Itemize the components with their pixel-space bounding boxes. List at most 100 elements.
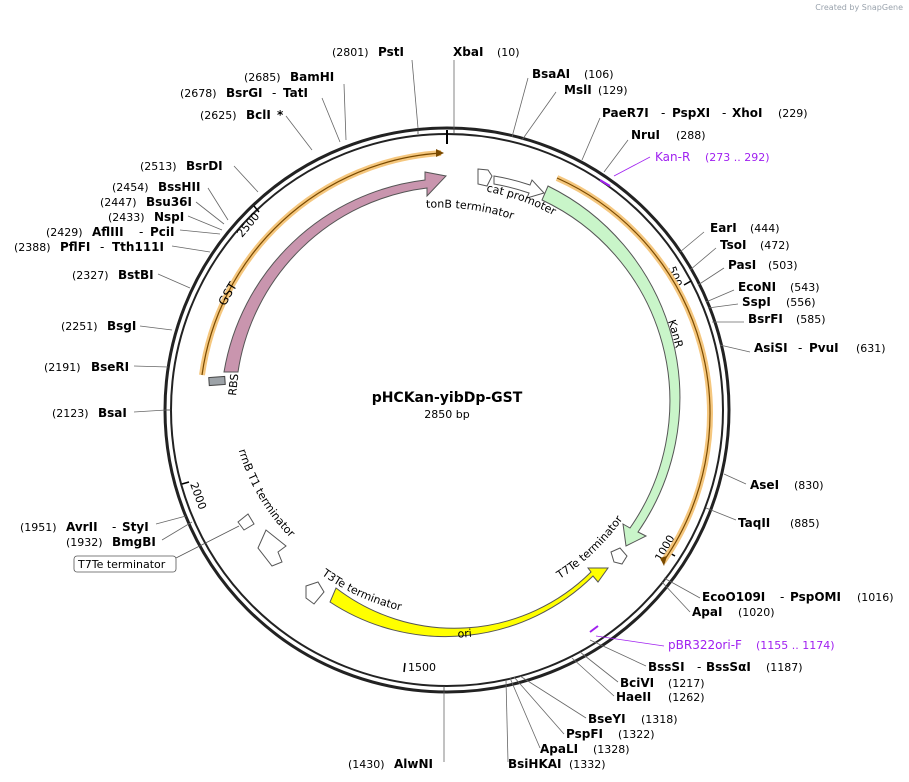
feature-ori[interactable]: ori [329, 567, 609, 641]
t3te-terminator-arrow[interactable] [305, 581, 325, 605]
tick-label-2000: 2000 [187, 481, 209, 512]
kanr-arrow[interactable] [541, 185, 681, 547]
site-bsu36i-name[interactable]: Bsu36I [146, 195, 192, 209]
tick-mark-2000 [181, 481, 190, 485]
pbr322ori-f-primer-mark[interactable] [589, 625, 599, 633]
gst-arrow[interactable] [223, 171, 447, 373]
site-ecoo109i-pos: (1016) [857, 591, 894, 604]
site-pflfi-name[interactable]: PflFI [60, 240, 90, 254]
site-pspomi-name[interactable]: PspOMI [790, 590, 841, 604]
site-apali-name[interactable]: ApaLI [540, 742, 578, 756]
site-bstbi-name[interactable]: BstBI [118, 268, 154, 282]
site-psti-name[interactable]: PstI [378, 45, 404, 59]
site-eari-name[interactable]: EarI [710, 221, 737, 235]
ori-arrow[interactable] [329, 567, 609, 638]
site-bmgbi-name[interactable]: BmgBI [112, 535, 156, 549]
t7te-terminator-arrow[interactable] [610, 547, 628, 565]
site-bsaai-name[interactable]: BsaAI [532, 67, 570, 81]
feature-rbs[interactable]: RBS [208, 373, 242, 396]
site-bsshii-name[interactable]: BssHII [158, 180, 200, 194]
site-alwni-pos: (1430) [348, 758, 385, 771]
primer-pbr322ori-f[interactable]: pBR322ori-F (1155 .. 1174) [589, 625, 835, 652]
leader-bstbi [157, 273, 191, 289]
site-paer7i-sep: - [661, 106, 665, 120]
site-styi-name[interactable]: StyI [122, 520, 149, 534]
site-pspfi-name[interactable]: PspFI [566, 727, 603, 741]
site-pvui-name[interactable]: PvuI [809, 341, 839, 355]
site-apai-name[interactable]: ApaI [692, 605, 722, 619]
site-bcli-name[interactable]: BclI [246, 108, 271, 122]
site-bcli-pos: (2625) [200, 109, 237, 122]
rrnb-t1-terminator-arrow[interactable] [257, 529, 287, 567]
site-bsssai-name[interactable]: BssSαI [706, 660, 751, 674]
leader-tsoi [689, 247, 717, 271]
site-pasi-name[interactable]: PasI [728, 258, 756, 272]
site-ecoo109i-name[interactable]: EcoO109I [702, 590, 765, 604]
feature-gst[interactable]: GST [216, 171, 447, 373]
tonb-terminator-arrow[interactable] [477, 168, 493, 187]
t7te-terminator-2-label-box [73, 555, 177, 573]
site-asisi-name[interactable]: AsiSI [754, 341, 788, 355]
kan-r-primer-mark[interactable] [599, 179, 611, 187]
kan-r-range: (273 .. 292) [705, 151, 770, 164]
site-asei-name[interactable]: AseI [750, 478, 779, 492]
site-xbai-name[interactable]: XbaI [453, 45, 483, 59]
leader-apai [661, 581, 691, 613]
site-pspxi-name[interactable]: PspXI [672, 106, 710, 120]
site-pcii-name[interactable]: PciI [150, 225, 175, 239]
site-bsrfi-pos: (585) [796, 313, 826, 326]
leader-bsrdi [233, 165, 259, 193]
site-bsssi-name[interactable]: BssSI [648, 660, 685, 674]
site-bsshii-pos: (2454) [112, 181, 149, 194]
site-bcivi-pos: (1217) [668, 677, 705, 690]
site-bcivi-name[interactable]: BciVI [620, 676, 654, 690]
site-bsrgi-name[interactable]: BsrGI [226, 86, 263, 100]
site-nrui-name[interactable]: NruI [631, 128, 660, 142]
site-afliii-name[interactable]: AflIII [92, 225, 124, 239]
site-msli-name[interactable]: MslI [564, 83, 592, 97]
site-bsrdi-name[interactable]: BsrDI [186, 159, 223, 173]
site-bseyi-name[interactable]: BseYI [588, 712, 626, 726]
site-bsgi-name[interactable]: BsgI [107, 319, 136, 333]
t7te-terminator-label-path: T7Te terminator [553, 513, 625, 582]
t7te-terminator-2-arrow[interactable] [237, 513, 255, 531]
site-apai-pos: (1020) [738, 606, 775, 619]
t7te-terminator-2-leader [175, 525, 240, 559]
site-bsai-name[interactable]: BsaI [98, 406, 127, 420]
site-bmgbi-pos: (1932) [66, 536, 103, 549]
site-tsoi-name[interactable]: TsoI [720, 238, 746, 252]
site-tati-name[interactable]: TatI [283, 86, 308, 100]
feature-t7te-terminator-2[interactable]: T7Te terminator [73, 513, 255, 573]
site-bamhi-name[interactable]: BamHI [290, 70, 334, 84]
site-paer7i-name[interactable]: PaeR7I [602, 106, 649, 120]
site-taqii-name[interactable]: TaqII [738, 516, 770, 530]
leader-bsssi [589, 639, 647, 667]
ori-label-path: ori [457, 627, 472, 641]
site-bsihkai-name[interactable]: BsiHKAI [508, 757, 562, 771]
site-taqii-pos: (885) [790, 517, 820, 530]
primer-kan-r[interactable]: Kan-R (273 .. 292) [599, 150, 770, 187]
site-eari-pos: (444) [750, 222, 780, 235]
site-bseri-name[interactable]: BseRI [91, 360, 129, 374]
site-bsrfi-name[interactable]: BsrFI [748, 312, 783, 326]
site-haeii-name[interactable]: HaeII [616, 690, 651, 704]
rbs-label: RBS [226, 373, 241, 396]
site-xhoi-name[interactable]: XhoI [732, 106, 763, 120]
site-afliii-pos: (2429) [46, 226, 83, 239]
site-sspi-name[interactable]: SspI [742, 295, 771, 309]
site-avrii-name[interactable]: AvrII [66, 520, 98, 534]
site-alwni-name[interactable]: AlwNI [394, 757, 433, 771]
kan-r-leader [613, 156, 651, 177]
cat-promoter-arrow[interactable] [493, 175, 545, 199]
site-tth111i-name[interactable]: Tth111I [112, 240, 164, 254]
site-bsu36i-pos: (2447) [100, 196, 137, 209]
feature-rrnb-t1-terminator[interactable]: rrnB T1 terminator [236, 447, 298, 567]
leader-pasi [697, 267, 725, 286]
site-econi-name[interactable]: EcoNI [738, 280, 776, 294]
t7te-terminator-2-label: T7Te terminator [77, 558, 166, 571]
site-bstbi-pos: (2327) [72, 269, 109, 282]
rbs-box[interactable] [208, 375, 226, 387]
leader-bcivi [579, 651, 619, 683]
site-nspi-name[interactable]: NspI [154, 210, 184, 224]
scale-ticks: 500 1000 1500 2000 2500 [181, 205, 692, 674]
